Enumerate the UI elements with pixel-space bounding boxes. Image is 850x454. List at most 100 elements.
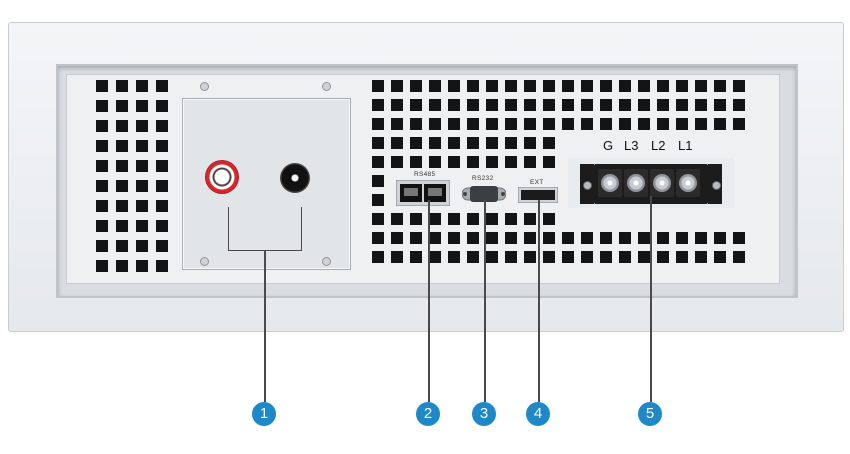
vent-hole (391, 251, 403, 263)
vent-hole (448, 251, 460, 263)
rs232-label: RS232 (472, 175, 494, 182)
callout-leader-5 (650, 196, 652, 402)
vent-hole (581, 80, 593, 92)
screw-icon (200, 257, 209, 266)
vent-hole (600, 118, 612, 130)
vent-hole (505, 80, 517, 92)
screw-icon (322, 257, 331, 266)
vent-hole (524, 213, 536, 225)
vent-hole (410, 99, 422, 111)
vent-hole (391, 118, 403, 130)
terminal-post-l3[interactable] (624, 169, 648, 197)
vent-hole (372, 80, 384, 92)
vent-hole (156, 200, 168, 212)
vent-hole (429, 80, 441, 92)
vent-hole (372, 99, 384, 111)
negative-input-terminal[interactable] (280, 163, 310, 193)
vent-hole (136, 200, 148, 212)
vent-hole (505, 118, 517, 130)
vent-hole (638, 80, 650, 92)
vent-hole (429, 213, 441, 225)
vent-hole (543, 99, 555, 111)
callout-leader-1 (264, 250, 266, 402)
vent-hole (733, 251, 745, 263)
vent-hole (733, 80, 745, 92)
vent-hole (733, 232, 745, 244)
vent-hole (372, 251, 384, 263)
vent-hole (486, 156, 498, 168)
vent-hole (543, 213, 555, 225)
vent-hole (136, 100, 148, 112)
rs485-port[interactable] (396, 180, 450, 206)
vent-hole (391, 213, 403, 225)
vent-hole (391, 137, 403, 149)
vent-hole (486, 232, 498, 244)
vent-hole (448, 99, 460, 111)
vent-hole (657, 251, 669, 263)
vent-hole (410, 251, 422, 263)
vent-hole (429, 156, 441, 168)
vent-hole (619, 251, 631, 263)
vent-hole (543, 156, 555, 168)
vent-hole (676, 232, 688, 244)
vent-hole (695, 251, 707, 263)
vent-hole (448, 137, 460, 149)
vent-hole (410, 213, 422, 225)
vent-hole (156, 160, 168, 172)
ext-port[interactable] (518, 187, 558, 203)
callout-badge-2: 2 (416, 402, 440, 426)
vent-hole (695, 80, 707, 92)
vent-hole (676, 251, 688, 263)
callout-leader-3 (484, 200, 486, 402)
vent-hole (116, 180, 128, 192)
vent-hole (581, 232, 593, 244)
rs232-port[interactable] (462, 184, 506, 204)
vent-hole (391, 232, 403, 244)
vent-hole (136, 160, 148, 172)
vent-hole (638, 232, 650, 244)
vent-hole (467, 213, 479, 225)
vent-hole (410, 156, 422, 168)
vent-hole (391, 99, 403, 111)
vent-hole (486, 213, 498, 225)
terminal-post-g[interactable] (598, 169, 622, 197)
vent-hole (96, 180, 108, 192)
vent-hole (486, 118, 498, 130)
screw-icon (583, 181, 592, 190)
vent-hole (524, 99, 536, 111)
vent-hole (467, 137, 479, 149)
vent-hole (524, 118, 536, 130)
vent-hole (733, 118, 745, 130)
screw-icon (322, 82, 331, 91)
vent-hole (733, 99, 745, 111)
vent-hole (695, 232, 707, 244)
vent-hole (505, 137, 517, 149)
vent-hole (136, 80, 148, 92)
vent-hole (96, 260, 108, 272)
vent-hole (136, 120, 148, 132)
terminal-post-l1[interactable] (676, 169, 700, 197)
vent-hole (391, 80, 403, 92)
vent-hole (448, 213, 460, 225)
vent-hole (524, 251, 536, 263)
terminal-screw-icon (601, 174, 619, 192)
screw-icon (712, 181, 721, 190)
vent-hole (695, 118, 707, 130)
vent-hole (714, 99, 726, 111)
vent-hole (714, 251, 726, 263)
vent-hole (581, 118, 593, 130)
vent-hole (562, 118, 574, 130)
vent-hole (156, 80, 168, 92)
vent-hole (600, 80, 612, 92)
rs485-label: RS485 (414, 171, 436, 178)
vent-hole (657, 99, 669, 111)
vent-hole (467, 156, 479, 168)
positive-input-terminal[interactable] (205, 160, 239, 194)
vent-hole (429, 118, 441, 130)
vent-hole (372, 156, 384, 168)
vent-hole (410, 118, 422, 130)
vent-hole (410, 80, 422, 92)
vent-hole (156, 100, 168, 112)
terminal-post-l2[interactable] (650, 169, 674, 197)
vent-hole (96, 100, 108, 112)
